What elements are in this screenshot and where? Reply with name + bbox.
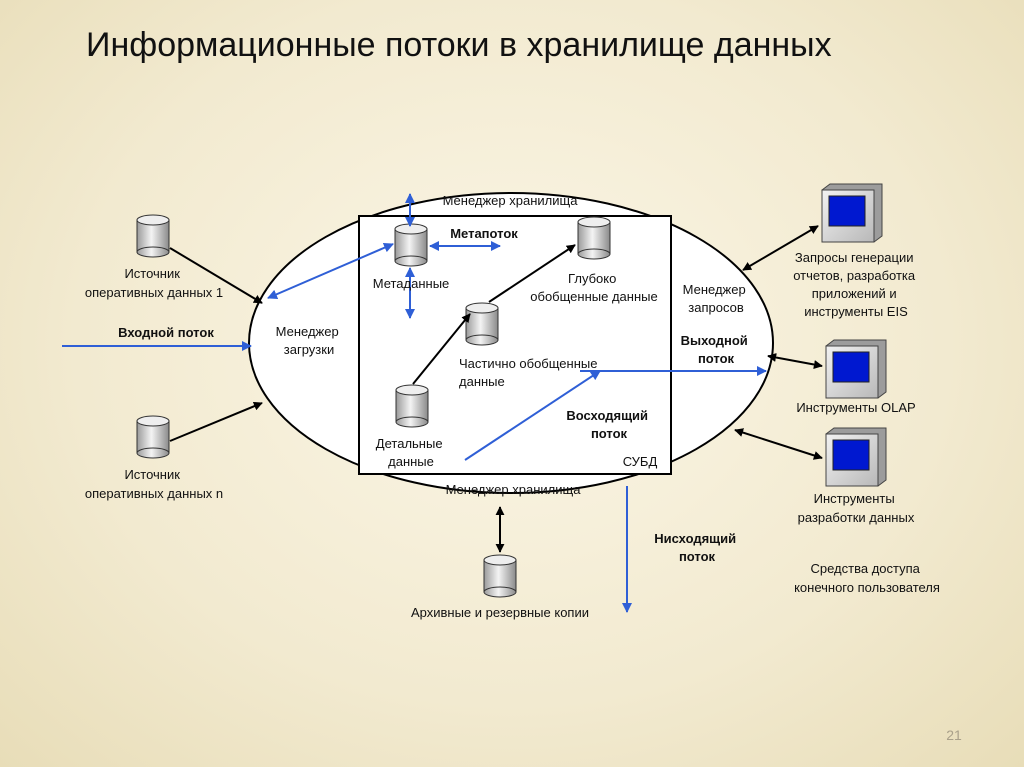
label-deep-summary: Глубоко обобщенные данные [530,271,657,304]
load-to-metadata-arrow [267,242,394,300]
label-source-1: Источник оперативных данных 1 [85,266,223,300]
label-archive: Архивные и резервные копии [411,605,589,620]
label-metaflow: Метапоток [450,226,518,241]
monitor-dev-tools-icon [825,427,887,487]
page-number: 21 [946,727,962,743]
label-inflow: Входной поток [118,325,214,340]
label-upflow: Восходящий поток [566,408,651,441]
label-manager-storage-bottom: Менеджер хранилища [446,482,582,497]
label-source-n: Источник оперативных данных n [85,467,223,501]
monitor-olap-icon [825,339,887,399]
label-metadata: Метаданные [373,276,450,291]
metadata-cylinder [394,223,428,267]
source-1-cylinder [136,214,170,258]
olap-arrow [767,353,823,369]
dev-tools-arrow [734,428,823,460]
detail-data-cylinder [395,384,429,428]
label-dev-tools: Инструменты разработки данных [798,491,915,525]
archive-cylinder [483,554,517,598]
label-end-user: Средства доступа конечного пользователя [794,561,940,595]
label-partial-summary: Частично обобщенные данные [459,356,601,389]
label-manager-storage-top: Менеджер хранилища [443,193,579,208]
source-1-arrow [169,247,263,304]
partial-summary-cylinder [465,302,499,346]
label-downflow: Нисходящий поток [654,531,740,564]
label-outflow: Выходной поток [681,333,752,366]
partial-to-deep-arrow [488,244,576,303]
upflow-arrow [464,370,601,461]
detail-to-partial-arrow [412,313,471,385]
source-n-arrow [169,401,263,442]
label-olap: Инструменты OLAP [796,400,915,415]
slide-title: Информационные потоки в хранилище данных [86,26,832,64]
monitor-reports-icon [821,183,883,243]
label-dbms: СУБД [623,454,658,469]
label-detail-data: Детальные данные [376,436,446,469]
deep-summary-cylinder [577,216,611,260]
label-manager-query: Менеджер запросов [683,282,750,315]
label-manager-load: Менеджер загрузки [276,324,343,357]
reports-arrow [742,225,819,271]
label-reports: Запросы генерации отчетов, разработка пр… [793,250,919,319]
source-n-cylinder [136,415,170,459]
